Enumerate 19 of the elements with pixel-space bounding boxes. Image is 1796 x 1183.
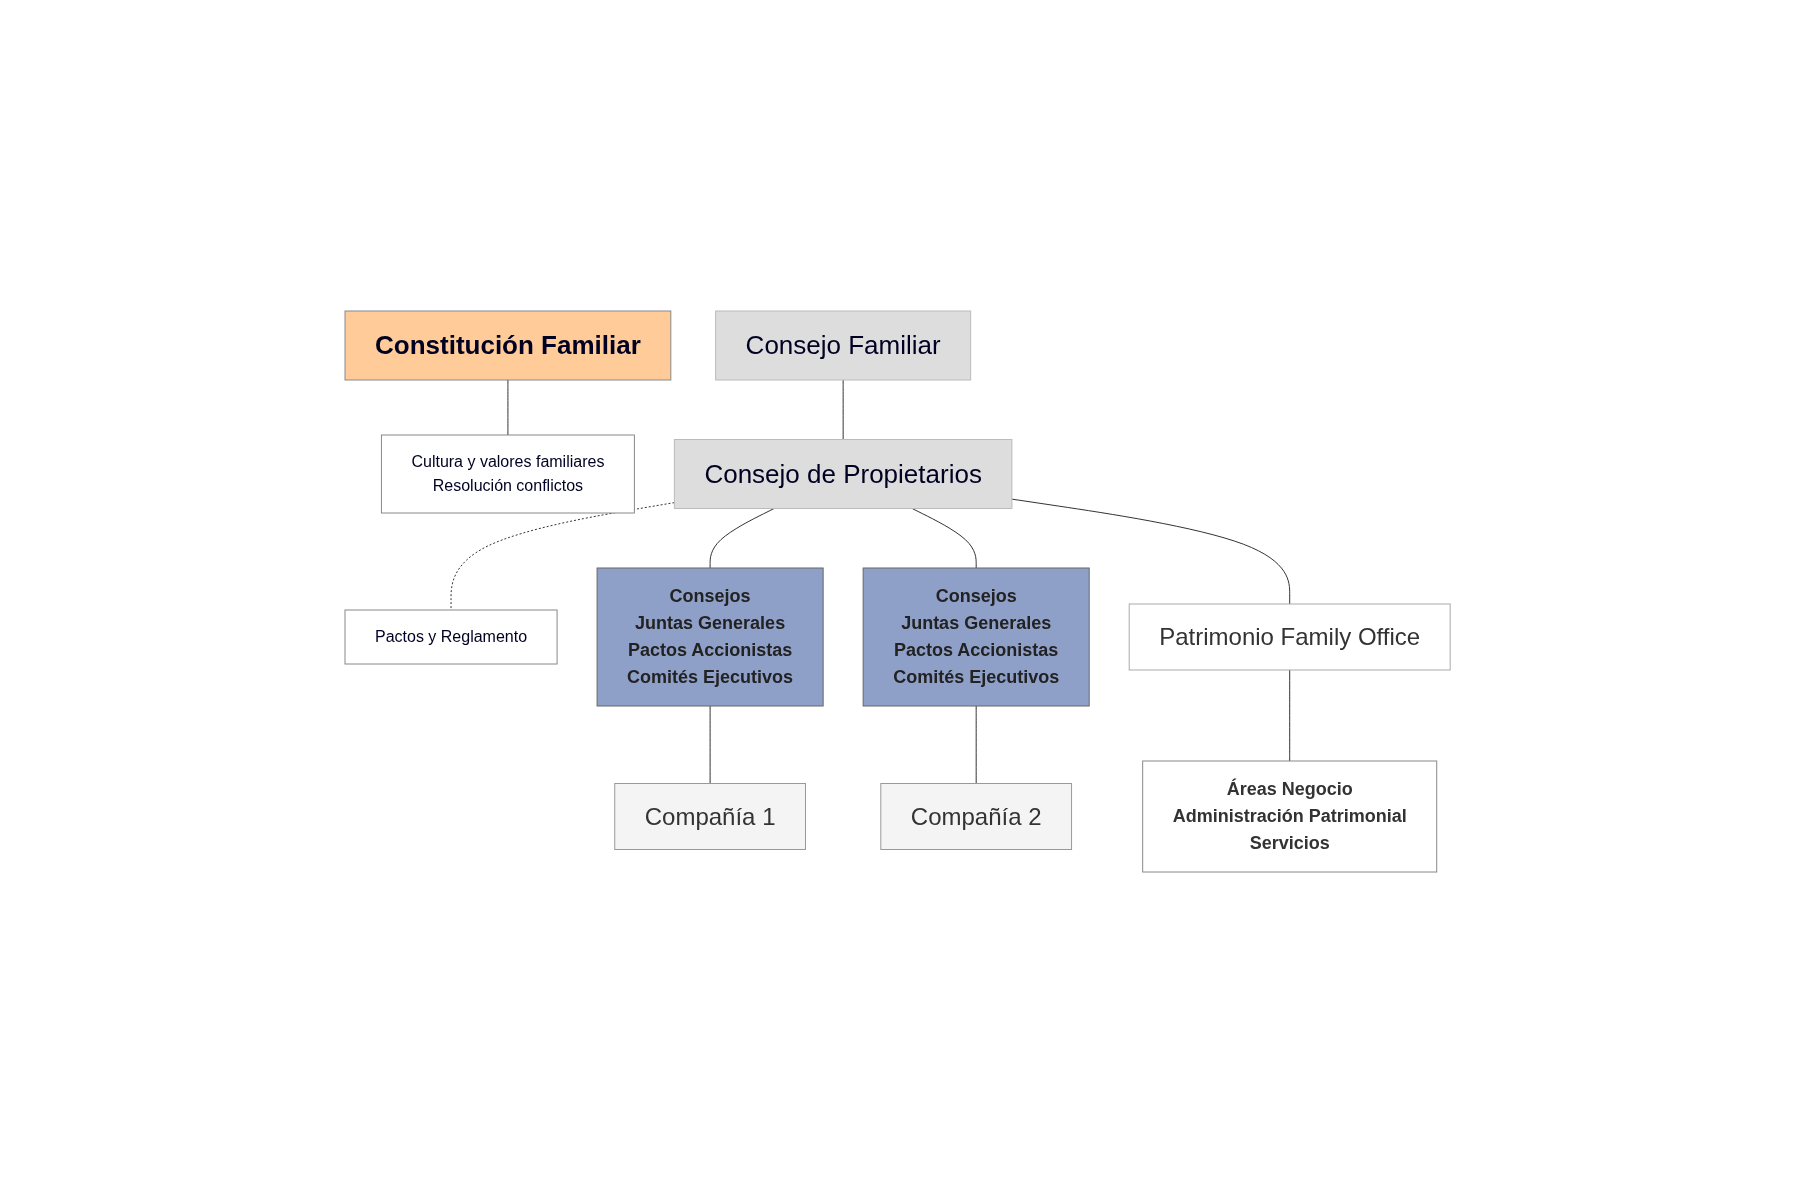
connector [710,705,711,784]
node-box: Constitución Familiar [344,310,672,381]
node-box: Consejo de Propietarios [674,439,1013,509]
node-box: Consejos Juntas Generales Pactos Accionistas Comités Ejecutivos [863,567,1091,707]
node-box: Cultura y valores familiares Resolución conflictos [381,434,636,514]
node-box: Consejos Juntas Generales Pactos Accionistas Comités Ejecutivos [597,567,825,707]
connector [450,502,676,611]
connector [507,379,509,436]
connector [912,508,978,569]
connector [1289,669,1291,762]
connector [1011,498,1291,605]
connector [976,705,978,784]
node-box: Patrimonio Family Office [1129,603,1452,671]
node-box: Consejo Familiar [715,310,972,381]
node-box: Pactos y Reglamento [344,609,558,665]
node-box: Compañía 2 [880,783,1073,850]
connector [843,379,845,440]
node-box: Compañía 1 [614,783,807,850]
node-box: Áreas Negocio Administración Patrimonial Servicios [1142,760,1438,873]
